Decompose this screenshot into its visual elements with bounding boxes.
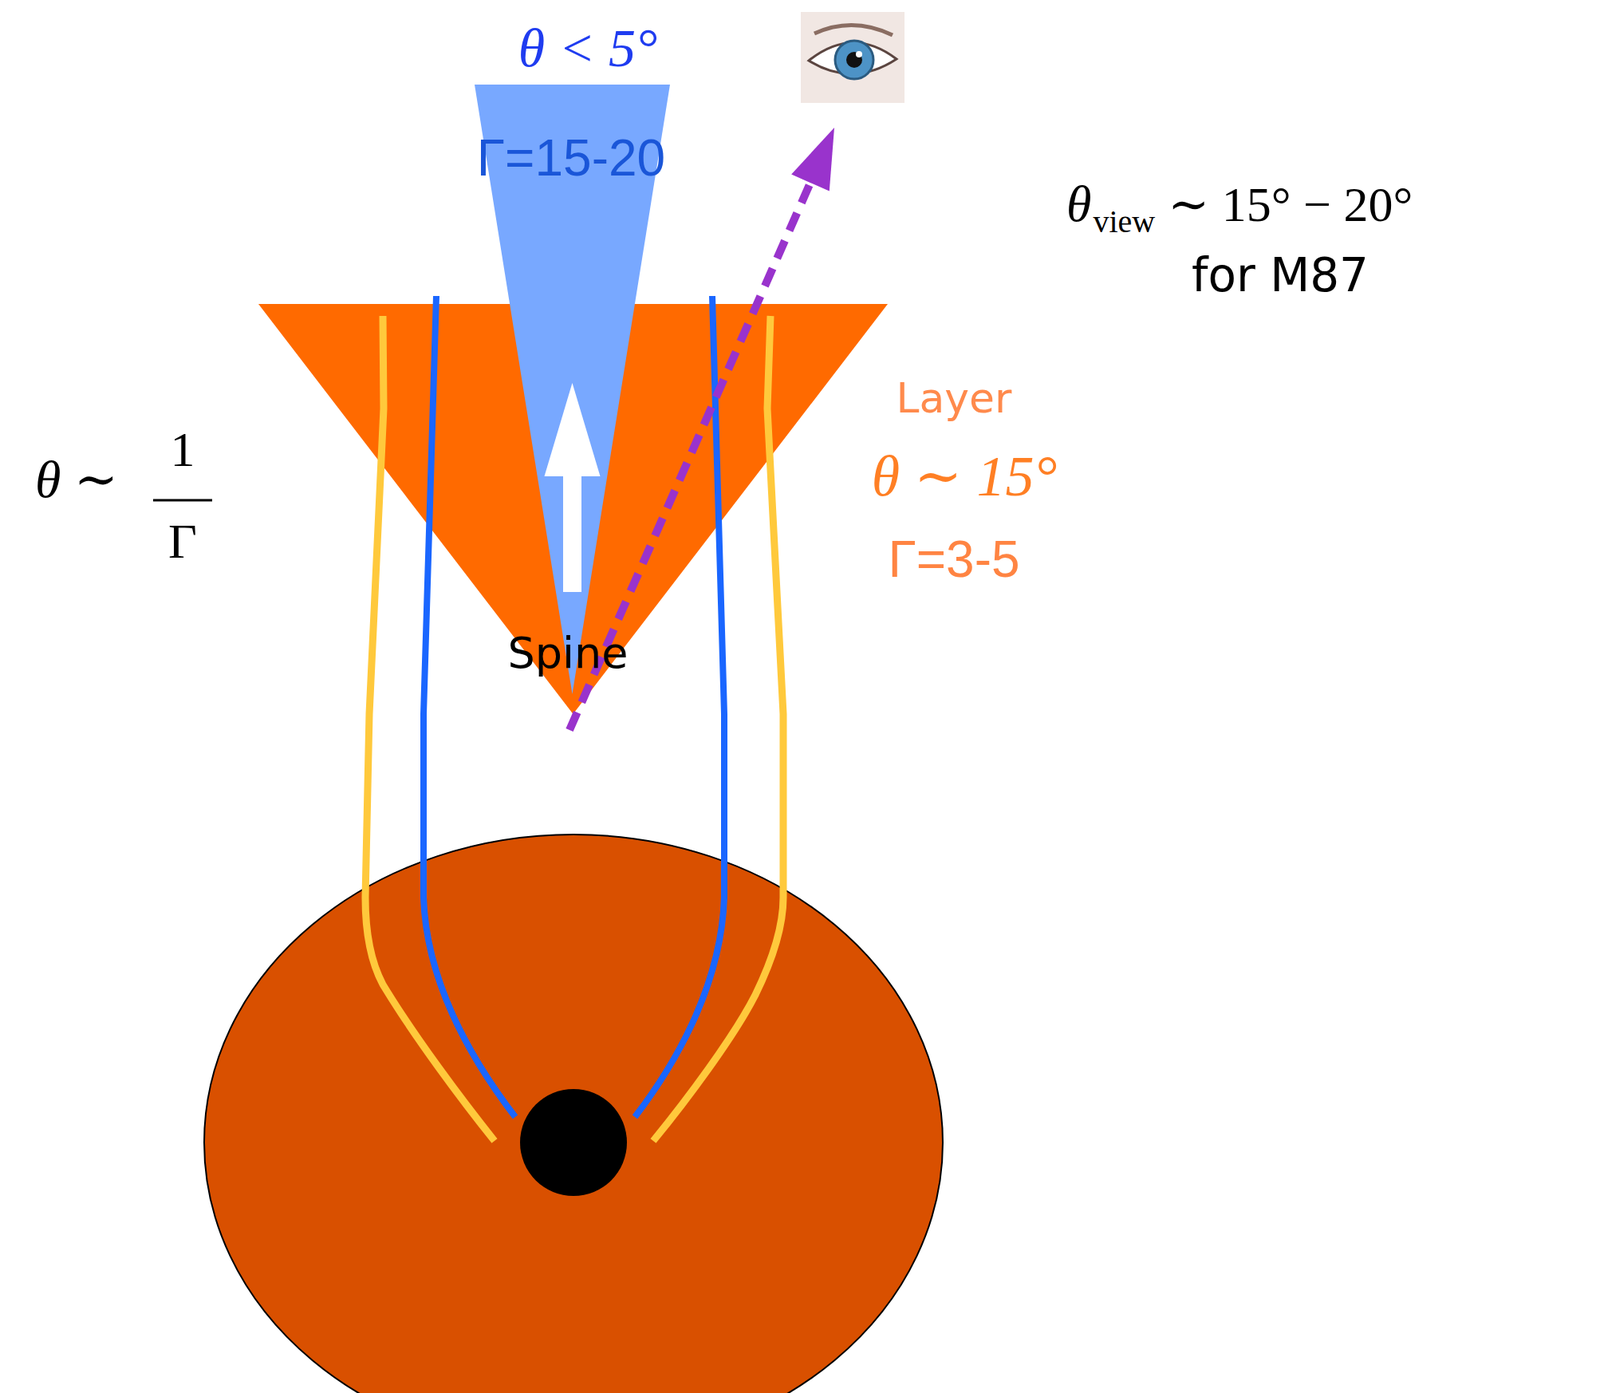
spine-label-box: Spine [507,631,628,675]
fraction-numerator: 1 [170,424,196,474]
fraction-denominator-box: Γ [168,516,198,566]
spine-label: Spine [507,631,628,675]
black-hole [520,1088,627,1196]
source-name-box: for M87 [1191,252,1369,299]
flow-arrow-shaft [563,474,582,592]
eye-iris [835,40,874,79]
layer-angle: θ ∼ 15° [871,447,1058,505]
view-angle-symbol: θ [1066,178,1092,230]
beaming-relation: θ ∼ [35,453,119,506]
view-angle-range-box: ∼ 15° − 20° [1167,179,1413,229]
beaming-relation-box: θ ∼ [35,453,119,506]
layer-angle-box: θ ∼ 15° [871,447,1058,505]
line-of-sight-head [791,127,835,192]
layer-cone-outline [258,303,888,714]
layer-label: Layer [896,377,1013,419]
fraction-bar [153,499,213,502]
view-angle-symbol-box: θ [1066,178,1092,230]
observer-eye [800,11,905,103]
spine-lorentz-factor: Γ=15-20 [476,132,666,184]
spine-lorentz-factor-box: Γ=15-20 [476,132,666,184]
fraction-denominator: Γ [168,516,198,566]
layer-lorentz-factor: Γ=3-5 [887,533,1020,585]
spine-angle: θ < 5° [518,20,658,75]
eye-highlight [855,51,863,58]
eye-skin [800,11,905,103]
eye-brow [814,24,893,36]
view-subscript: view [1092,205,1155,238]
layer-lorentz-factor-box: Γ=3-5 [887,533,1020,585]
accretion-flow [204,834,943,1393]
eye-pupil [846,51,863,68]
source-name: for M87 [1191,252,1369,299]
view-subscript-box: view [1092,205,1155,238]
view-angle-range: ∼ 15° − 20° [1167,179,1413,229]
spine-cone: θ < 5°Γ=15-20Spine [474,84,670,694]
spine-angle-box: θ < 5° [518,20,658,75]
layer-label-box: Layer [896,377,1013,419]
fraction-numerator-box: 1 [170,424,196,474]
